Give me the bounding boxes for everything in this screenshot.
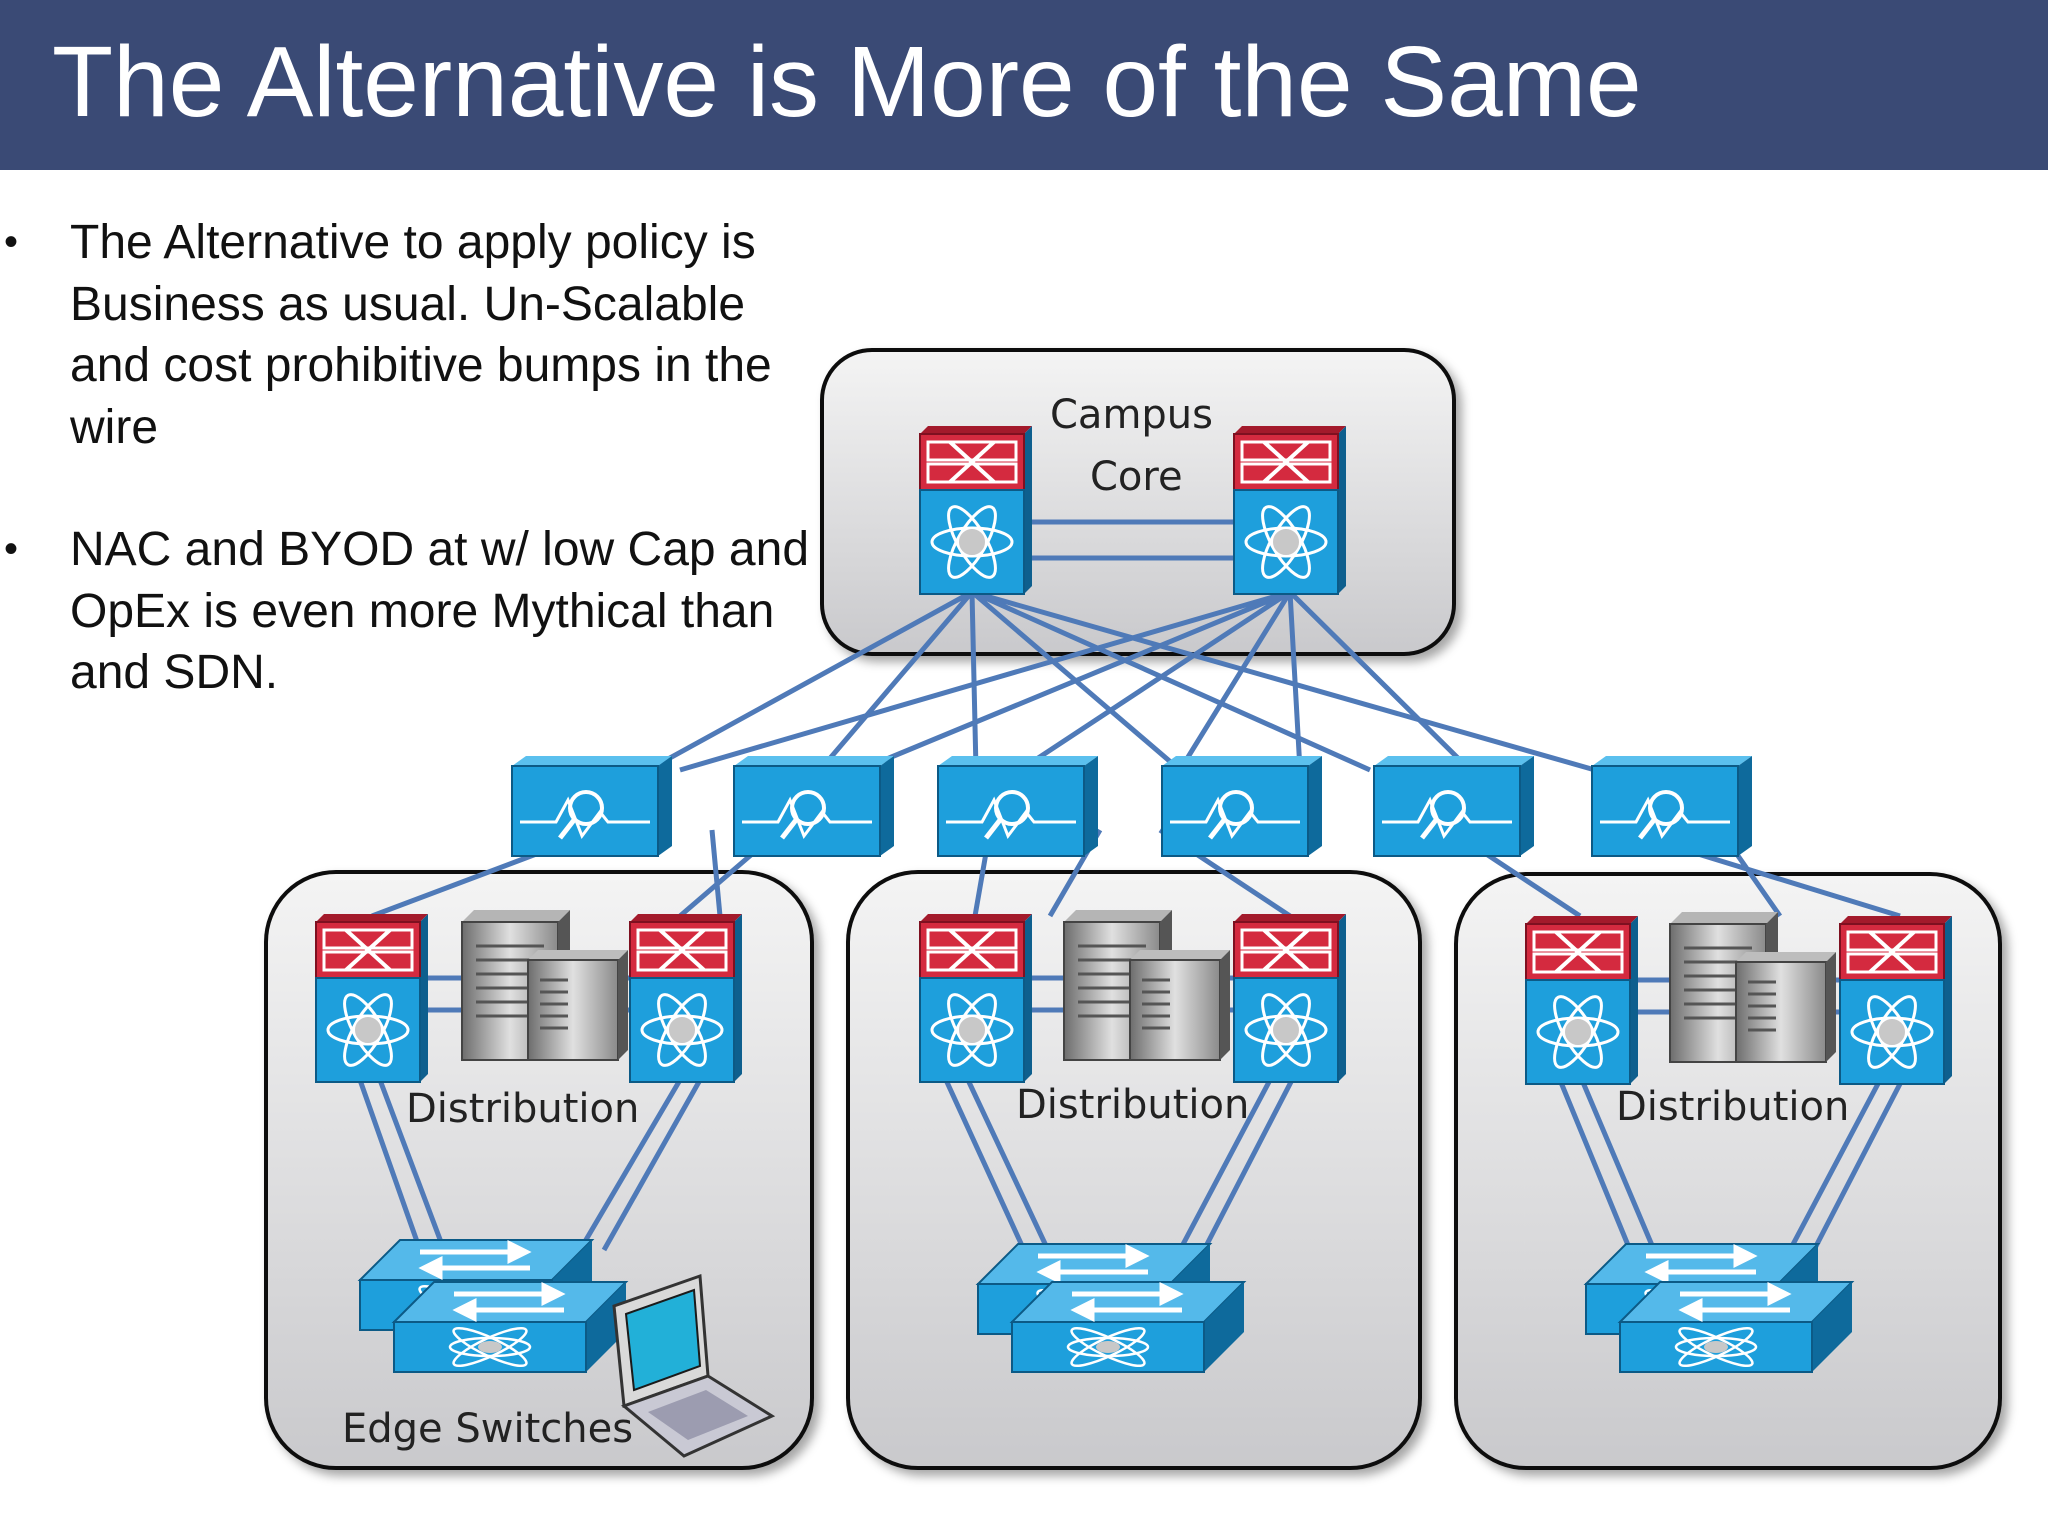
- distribution-label: Distribution: [1616, 1084, 1849, 1130]
- core-switch-left-icon: [918, 424, 1034, 596]
- distribution-switch-icon: [1838, 914, 1954, 1086]
- access-switch-icon: [1620, 1282, 1852, 1372]
- distribution-label: Distribution: [406, 1086, 639, 1132]
- ips-sensor-icon: [1162, 756, 1322, 856]
- bullet-list: • The Alternative to apply policy is Bus…: [0, 212, 830, 765]
- bullet-text: NAC and BYOD at w/ low Cap and OpEx is e…: [70, 523, 810, 699]
- distribution-switch-icon: [628, 912, 744, 1084]
- ips-sensor-icon: [938, 756, 1098, 856]
- laptop-icon: [612, 1273, 776, 1458]
- distribution-switch-icon: [1232, 912, 1348, 1084]
- ips-sensor-icon: [512, 756, 672, 856]
- bullet-dot-icon: •: [4, 527, 19, 571]
- ips-sensor-icon: [1374, 756, 1534, 856]
- core-label-line2: Core: [1090, 454, 1183, 500]
- bullet-dot-icon: •: [4, 220, 19, 264]
- bullet-item: • The Alternative to apply policy is Bus…: [0, 212, 830, 458]
- access-switch-icon: [394, 1282, 626, 1372]
- slide-title: The Alternative is More of the Same: [52, 26, 1642, 138]
- bullet-item: • NAC and BYOD at w/ low Cap and OpEx is…: [0, 519, 830, 704]
- access-switch-icon: [1012, 1282, 1244, 1372]
- ips-sensor-icon: [734, 756, 894, 856]
- distribution-switch-icon: [918, 912, 1034, 1084]
- distribution-label: Distribution: [1016, 1082, 1249, 1128]
- distribution-switch-icon: [314, 912, 430, 1084]
- core-switch-right-icon: [1232, 424, 1348, 596]
- network-links: [357, 519, 1905, 1252]
- ips-sensor-icon: [1592, 756, 1752, 856]
- edge-switches-label: Edge Switches: [342, 1406, 633, 1452]
- core-label-line1: Campus: [1050, 392, 1213, 438]
- distribution-switch-icon: [1524, 914, 1640, 1086]
- title-bar: The Alternative is More of the Same: [0, 0, 2048, 170]
- bullet-text: The Alternative to apply policy is Busin…: [70, 216, 772, 454]
